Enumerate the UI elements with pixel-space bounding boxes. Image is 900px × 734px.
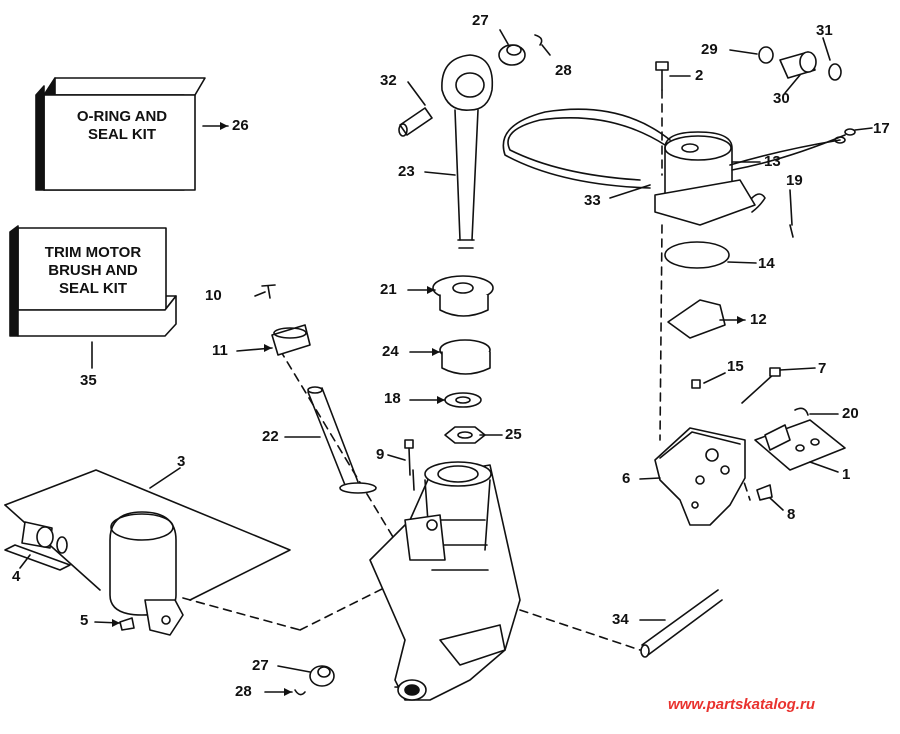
callout-32: 32 <box>380 72 397 89</box>
callout-19: 19 <box>786 172 803 189</box>
valve-parts-29-31 <box>758 46 842 81</box>
pump-hardware <box>691 367 846 501</box>
seal-stack <box>432 275 494 444</box>
callout-4: 4 <box>12 568 21 585</box>
callout-8: 8 <box>787 506 796 523</box>
piston-rod-part-23 <box>441 54 494 249</box>
callout-27-top: 27 <box>472 12 489 29</box>
callout-24: 24 <box>382 343 399 360</box>
callout-28-top: 28 <box>555 62 572 79</box>
callout-6: 6 <box>622 470 631 487</box>
callout-9: 9 <box>376 446 385 463</box>
callout-27-bottom: 27 <box>252 657 269 674</box>
kit-label-line: SEAL KIT <box>87 126 157 143</box>
callout-14: 14 <box>758 255 775 272</box>
callout-2: 2 <box>695 67 704 84</box>
callout-35: 35 <box>80 372 97 389</box>
callout-15: 15 <box>727 358 744 375</box>
screw-part-2 <box>655 61 669 91</box>
callout-1: 1 <box>842 466 851 483</box>
callout-10: 10 <box>205 287 222 304</box>
callout-25: 25 <box>505 426 522 443</box>
pump-body-part-6 <box>654 427 746 526</box>
callout-21: 21 <box>380 281 397 298</box>
callout-13: 13 <box>764 153 781 170</box>
bushing-part-27-bottom <box>294 665 335 696</box>
callout-34: 34 <box>612 611 629 628</box>
kit-label-line: TRIM MOTOR <box>44 244 142 261</box>
watermark-text: www.partskatalog.ru <box>668 696 815 713</box>
cover-part-12 <box>667 299 726 339</box>
dashed-leaders <box>182 89 751 689</box>
kit-label-line: O-RING AND <box>76 108 168 125</box>
oring-seal-kit-label: O-RING AND SEAL KIT <box>52 108 192 144</box>
oring-part-14 <box>664 241 730 269</box>
trim-motor-kit-box <box>9 225 177 337</box>
trim-motor-assembly <box>4 469 291 636</box>
callout-7: 7 <box>818 360 827 377</box>
callout-18: 18 <box>384 390 401 407</box>
trim-motor-kit-label: TRIM MOTOR BRUSH AND SEAL KIT <box>20 244 166 298</box>
callout-5: 5 <box>80 612 89 629</box>
leader-arrowheads <box>112 122 745 696</box>
callout-23: 23 <box>398 163 415 180</box>
pump-motor-part-13 <box>502 108 856 226</box>
callout-11: 11 <box>212 342 228 359</box>
pin-part-34 <box>640 589 723 658</box>
kit-label-line: BRUSH AND <box>48 262 138 279</box>
callout-12: 12 <box>750 311 767 328</box>
callout-31: 31 <box>816 22 833 39</box>
callout-33: 33 <box>584 192 601 209</box>
bushing-part-27-top <box>498 34 543 66</box>
kit-label-line: SEAL KIT <box>58 280 128 297</box>
bushing-part-4 <box>4 521 71 571</box>
callout-20: 20 <box>842 405 859 422</box>
callout-17: 17 <box>873 120 890 137</box>
tube-part-22 <box>307 386 377 494</box>
callout-22: 22 <box>262 428 279 445</box>
oring-seal-kit-box <box>35 77 206 191</box>
plug-part-11 <box>261 284 311 356</box>
callout-26: 26 <box>232 117 249 134</box>
trim-cylinder-housing <box>369 461 521 701</box>
callout-3: 3 <box>177 453 186 470</box>
callout-28-bottom: 28 <box>235 683 252 700</box>
clip-part-19 <box>751 193 794 238</box>
callout-29: 29 <box>701 41 718 58</box>
callout-30: 30 <box>773 90 790 107</box>
screw-part-5 <box>119 617 135 631</box>
pin-part-32 <box>398 107 433 137</box>
screws-part-9 <box>404 439 415 491</box>
